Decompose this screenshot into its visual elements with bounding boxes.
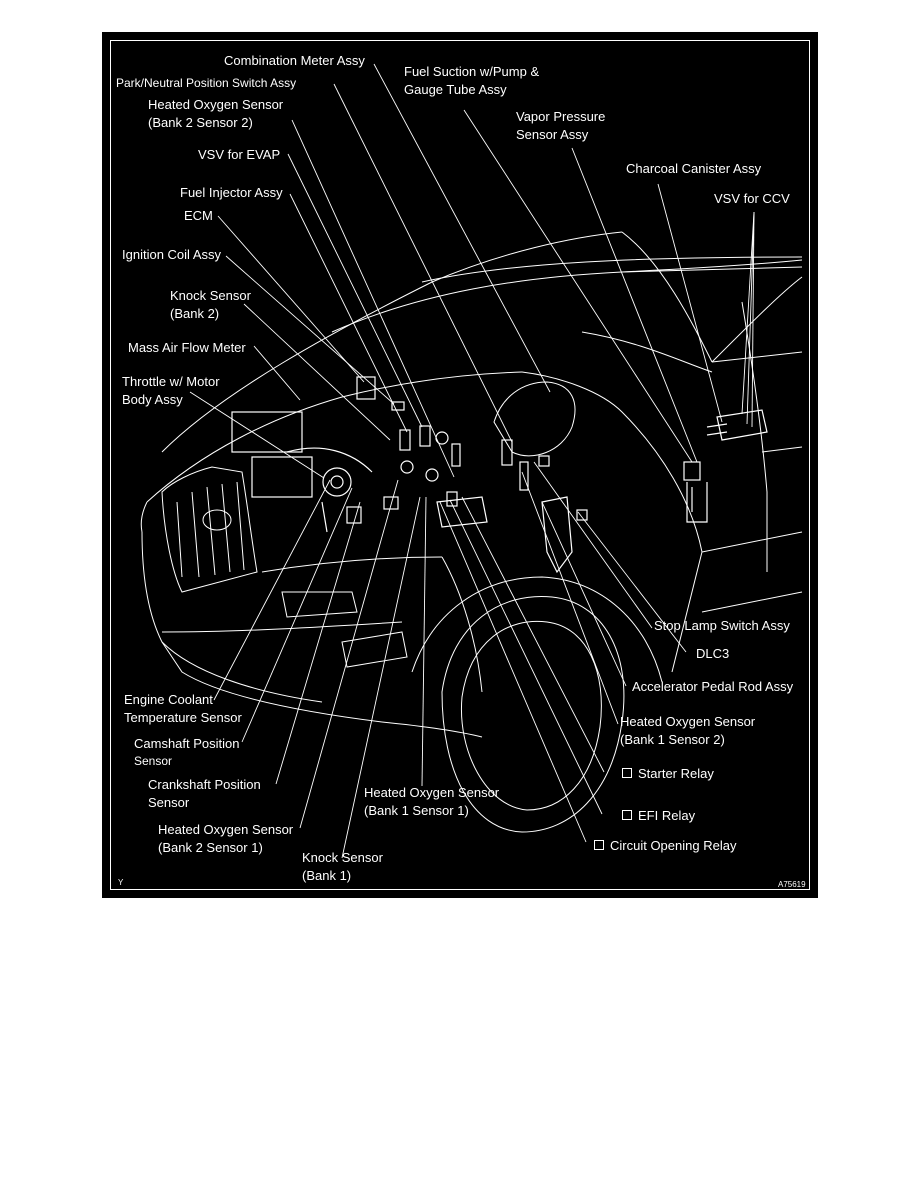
label-knock-b2-line1: Knock Sensor [170,288,251,303]
label-camshaft-line2: Sensor [134,754,173,768]
corner-mark: Y [118,878,124,887]
label-knock-b1-line1: Knock Sensor [302,850,383,865]
label-heated-o2-b2s1-line1: Heated Oxygen Sensor [158,822,294,837]
leader-heated-o2-b2s1 [299,479,399,829]
label-heated-o2-b2s1-line2: (Bank 2 Sensor 1) [158,840,263,855]
rear-components [541,409,768,574]
leader-vsv-ccv-b [746,211,755,425]
leader-ect [213,479,331,701]
leader-vsv-ccv-a [741,211,755,415]
figure-border [110,40,810,890]
label-ecm: ECM [184,208,213,223]
label-heated-o2-b1s2-line2: (Bank 1 Sensor 2) [620,732,725,747]
leader-knock-b2 [243,303,391,441]
combination-meter-outline [493,381,576,457]
vehicle-drawing [140,63,803,859]
label-vsv-ccv: VSV for CCV [714,191,790,206]
leader-vsv-ccv-c [751,211,755,428]
leader-dlc3 [577,511,687,653]
label-dlc3: DLC3 [696,646,730,661]
label-ignition-coil: Ignition Coil Assy [122,247,221,262]
label-heated-o2-b1s2-line1: Heated Oxygen Sensor [620,714,756,729]
leader-fuel-injector [289,193,408,433]
label-crankshaft-line1: Crankshaft Position [148,777,261,792]
leader-park-neutral-switch [333,83,513,443]
leader-throttle [189,391,325,479]
label-vapor-pressure-line1: Vapor Pressure [516,109,606,124]
label-ect-line2: Temperature Sensor [124,710,242,725]
label-efi-relay: EFI Relay [622,807,695,824]
label-heated-o2-b1s1-line1: Heated Oxygen Sensor [364,785,500,800]
leader-circuit-opening-relay [439,501,587,843]
component-location-diagram: Combination Meter Assy Park/Neutral Posi… [102,32,818,898]
label-vapor-pressure-line2: Sensor Assy [516,127,589,142]
label-park-neutral-switch: Park/Neutral Position Switch Assy [116,76,297,90]
label-starter-relay: Starter Relay [622,765,714,782]
label-circuit-opening-relay: Circuit Opening Relay [594,837,736,854]
leader-ecm [217,215,365,383]
leader-maf [253,345,301,401]
label-fuel-suction-line1: Fuel Suction w/Pump & [404,64,540,79]
leader-knock-b1 [341,496,421,859]
leader-camshaft [241,487,353,743]
label-throttle-line1: Throttle w/ Motor [122,374,220,389]
label-throttle-line2: Body Assy [122,392,183,407]
label-fuel-injector: Fuel Injector Assy [180,185,283,200]
label-camshaft-line1: Camshaft Position [134,736,240,751]
label-heated-o2-b2s2-line2: (Bank 2 Sensor 2) [148,115,253,130]
leader-fuel-suction [463,109,693,463]
label-stop-lamp: Stop Lamp Switch Assy [654,618,790,633]
label-combination-meter: Combination Meter Assy [224,53,365,68]
label-vsv-evap: VSV for EVAP [198,147,281,162]
leader-heated-o2-b1s1 [421,496,427,787]
leader-efi-relay [449,499,603,815]
label-knock-b2-line2: (Bank 2) [170,306,220,321]
leader-lines [189,63,755,859]
front-wheel [411,576,663,833]
label-heated-o2-b2s2-line1: Heated Oxygen Sensor [148,97,284,112]
leader-stop-lamp [533,461,653,629]
leader-heated-o2-b2s2 [291,119,455,478]
label-accel-pedal: Accelerator Pedal Rod Assy [632,679,794,694]
label-fuel-suction-line2: Gauge Tube Assy [404,82,507,97]
leader-accel-pedal [541,501,627,687]
figure-code: A75619 [778,880,806,889]
engine-bay [231,376,550,533]
leader-combination-meter [373,63,551,393]
leader-heated-o2-b1s2 [521,471,619,725]
leader-starter-relay [461,496,605,773]
label-maf: Mass Air Flow Meter [128,340,246,355]
label-charcoal-canister: Charcoal Canister Assy [626,161,762,176]
leader-ignition-coil [225,255,395,405]
leader-charcoal-canister [657,183,723,423]
leader-crankshaft [275,501,361,785]
label-ect-line1: Engine Coolant [124,692,213,707]
leader-vsv-evap [287,153,423,428]
label-knock-b1-line2: (Bank 1) [302,868,352,883]
leader-vapor-pressure [571,147,698,463]
label-heated-o2-b1s1-line2: (Bank 1 Sensor 1) [364,803,469,818]
label-crankshaft-line2: Sensor [148,795,190,810]
